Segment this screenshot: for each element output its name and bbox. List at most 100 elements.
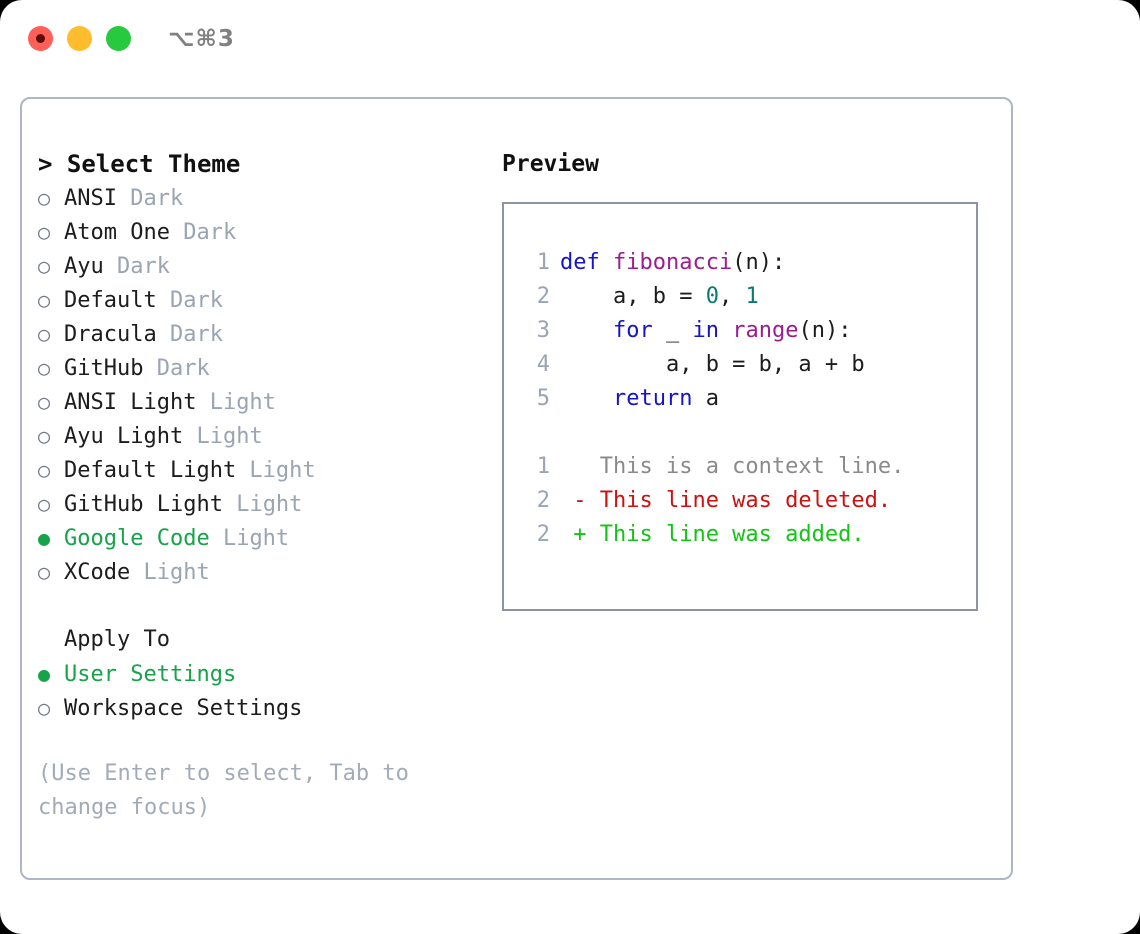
line-number: 3 xyxy=(536,318,550,343)
radio-selected-icon: ● xyxy=(38,662,51,686)
theme-option-ansi[interactable]: ○ANSI Dark xyxy=(38,181,488,215)
radio-unselected-icon: ○ xyxy=(38,492,51,516)
theme-option-atom-one[interactable]: ○ Atom One Dark xyxy=(38,215,488,249)
token-txt: , xyxy=(718,284,746,309)
line-content: a, b = 0, 1 xyxy=(560,280,759,314)
theme-option-variant-tag: Dark xyxy=(116,186,184,211)
line-content: a, b = b, a + b xyxy=(560,348,865,382)
theme-option-label: Ayu xyxy=(64,254,104,279)
token-num: 0 xyxy=(705,284,719,309)
line-content: + This line was added. xyxy=(560,518,864,552)
theme-option-label: Default xyxy=(64,288,157,313)
theme-option-xcode[interactable]: ○XCode Light xyxy=(38,555,488,589)
code-line: 2 a, b = 0, 1 xyxy=(520,280,976,314)
keyboard-shortcut-label: ⌥⌘3 xyxy=(168,26,235,52)
apply-to-option-label: Workspace Settings xyxy=(64,696,303,721)
token-txt xyxy=(719,318,732,343)
line-number: 1 xyxy=(536,454,550,479)
radio-unselected-icon: ○ xyxy=(38,186,51,210)
radio-unselected-icon: ○ xyxy=(38,288,51,312)
theme-option-label: GitHub Light xyxy=(64,492,223,517)
token-kw: for xyxy=(612,318,653,343)
token-num: 1 xyxy=(745,284,759,309)
diff-sample-block: 1 This is a context line.2 - This line w… xyxy=(520,450,976,552)
theme-option-variant-tag: Light xyxy=(236,458,316,483)
radio-unselected-icon: ○ xyxy=(38,220,51,244)
radio-selected-icon: ● xyxy=(38,526,51,550)
token-fn: fibonacci xyxy=(612,250,733,275)
token-txt xyxy=(560,318,613,343)
code-line: 3 for _ in range(n): xyxy=(520,314,976,348)
theme-option-label: ANSI Light xyxy=(64,390,197,415)
zoom-window-button[interactable] xyxy=(106,26,131,51)
theme-option-label: Ayu Light xyxy=(64,424,184,449)
theme-option-variant-tag: Light xyxy=(209,526,290,551)
theme-option-default-light[interactable]: ○Default Light Light xyxy=(38,453,488,487)
token-kw: return xyxy=(612,386,693,411)
token-kw: in xyxy=(692,318,719,343)
radio-unselected-icon: ○ xyxy=(38,356,51,380)
theme-option-variant-tag: Light xyxy=(183,424,263,449)
select-theme-heading: > Select Theme xyxy=(38,150,241,178)
traffic-lights xyxy=(28,26,131,51)
theme-option-list: ○ANSI Dark○Atom One Dark○Ayu Dark○Defaul… xyxy=(38,181,488,589)
diff-line: 2 - This line was deleted. xyxy=(520,484,976,518)
theme-option-ayu[interactable]: ○ Ayu Dark xyxy=(38,249,488,283)
apply-to-option-workspace-settings[interactable]: ○Workspace Settings xyxy=(38,691,488,725)
theme-option-variant-tag: Dark xyxy=(156,322,223,347)
apply-to-heading: Apply To xyxy=(64,627,170,652)
theme-option-variant-tag: Dark xyxy=(103,254,170,279)
theme-option-google-code[interactable]: ● Google Code Light xyxy=(38,521,488,555)
token-txt: _ xyxy=(652,318,693,343)
token-kw: def xyxy=(560,250,613,275)
theme-option-dracula[interactable]: ○Dracula Dark xyxy=(38,317,488,351)
main-panel: > Select Theme ○ANSI Dark○Atom One Dark○… xyxy=(20,97,1013,880)
minimize-window-button[interactable] xyxy=(67,26,92,51)
line-content: for _ in range(n): xyxy=(560,314,851,348)
radio-unselected-icon: ○ xyxy=(38,322,51,346)
line-number: 2 xyxy=(536,284,550,309)
radio-unselected-icon: ○ xyxy=(38,254,51,278)
preview-spacer xyxy=(520,416,976,450)
apply-to-option-label: User Settings xyxy=(64,662,237,687)
line-number: 2 xyxy=(536,522,550,547)
preview-heading: Preview xyxy=(502,151,599,177)
line-content: This is a context line. xyxy=(560,450,905,484)
theme-option-label: Google Code xyxy=(64,526,210,551)
diff-line: 1 This is a context line. xyxy=(520,450,976,484)
theme-option-github-light[interactable]: ○ GitHub Light Light xyxy=(38,487,488,521)
theme-option-ayu-light[interactable]: ○ Ayu Light Light xyxy=(38,419,488,453)
line-number: 1 xyxy=(536,250,550,275)
theme-option-label: XCode xyxy=(64,560,131,585)
theme-option-variant-tag: Dark xyxy=(169,220,237,245)
theme-option-variant-tag: Light xyxy=(222,492,303,517)
close-window-button[interactable] xyxy=(28,26,53,51)
token-del: - This line was deleted. xyxy=(560,488,892,513)
theme-option-github[interactable]: ○GitHub Dark xyxy=(38,351,488,385)
token-txt: (n): xyxy=(798,318,852,343)
diff-line: 2 + This line was added. xyxy=(520,518,976,552)
radio-unselected-icon: ○ xyxy=(38,424,51,448)
theme-option-label: Atom One xyxy=(64,220,170,245)
token-txt xyxy=(560,386,613,411)
token-ctx: This is a context line. xyxy=(560,454,905,479)
theme-option-variant-tag: Light xyxy=(196,390,276,415)
apply-to-option-user-settings[interactable]: ● User Settings xyxy=(38,657,488,691)
radio-unselected-icon: ○ xyxy=(38,390,51,414)
token-txt: a, b = b, a + b xyxy=(560,352,865,377)
theme-option-variant-tag: Light xyxy=(130,560,210,585)
line-number: 4 xyxy=(536,352,550,377)
title-bar: ⌥⌘3 xyxy=(0,0,1140,78)
theme-option-default[interactable]: ○Default Dark xyxy=(38,283,488,317)
line-number: 5 xyxy=(536,386,550,411)
theme-option-ansi-light[interactable]: ○ ANSI Light Light xyxy=(38,385,488,419)
theme-picker-column: > Select Theme ○ANSI Dark○Atom One Dark○… xyxy=(38,147,488,825)
keyboard-hint-text: (Use Enter to select, Tab to change focu… xyxy=(38,761,409,820)
code-line: 4 a, b = b, a + b xyxy=(520,348,976,382)
token-txt: a xyxy=(692,386,719,411)
